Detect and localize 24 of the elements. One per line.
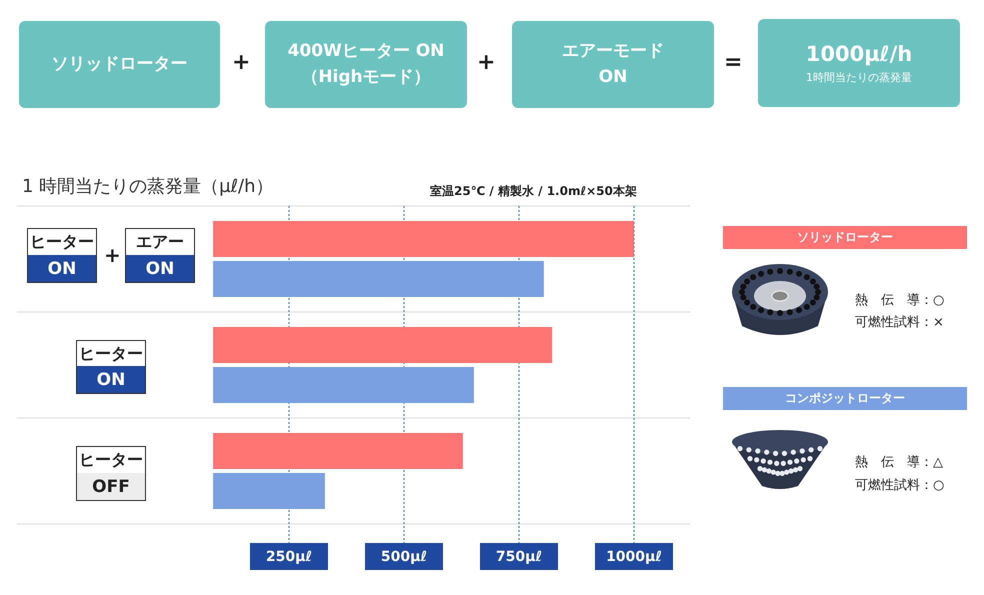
spec-text: 可燃性試料：× <box>855 314 944 331</box>
tick-label: 1000μℓ <box>595 543 673 570</box>
legend-header: コンポジットローター <box>723 387 967 410</box>
step-box: エアーモード ON <box>512 21 714 108</box>
tick-label: 750μℓ <box>480 543 558 570</box>
condition-badge: ヒーター ON <box>76 340 146 394</box>
spec-text: 熱 伝 導：○ <box>855 292 944 309</box>
step-box: 1000μℓ/h 1時間当たりの蒸発量 <box>758 19 960 107</box>
chart-title: 1 時間当たりの蒸発量（μℓ/h） <box>22 175 274 198</box>
step-box: 400Wヒーター ON （Highモード） <box>265 21 467 108</box>
legend-header: ソリッドローター <box>723 226 967 249</box>
condition-badge: ヒーター ON <box>27 228 97 283</box>
condition-note: 室温25℃ / 精製水 / 1.0mℓ×50本架 <box>430 183 637 200</box>
spec-text: 可燃性試料：○ <box>855 477 944 494</box>
operator: + <box>104 243 121 267</box>
operator: = <box>724 50 742 75</box>
condition-badge: エアー ON <box>125 228 195 283</box>
condition-badge: ヒーター OFF <box>76 446 146 501</box>
operator: + <box>477 50 496 75</box>
tick-label: 250μℓ <box>250 543 328 570</box>
step-box: ソリッドローター <box>19 21 220 108</box>
tick-label: 500μℓ <box>365 543 443 570</box>
spec-text: 熱 伝 導：△ <box>855 454 943 471</box>
operator: + <box>232 50 250 75</box>
